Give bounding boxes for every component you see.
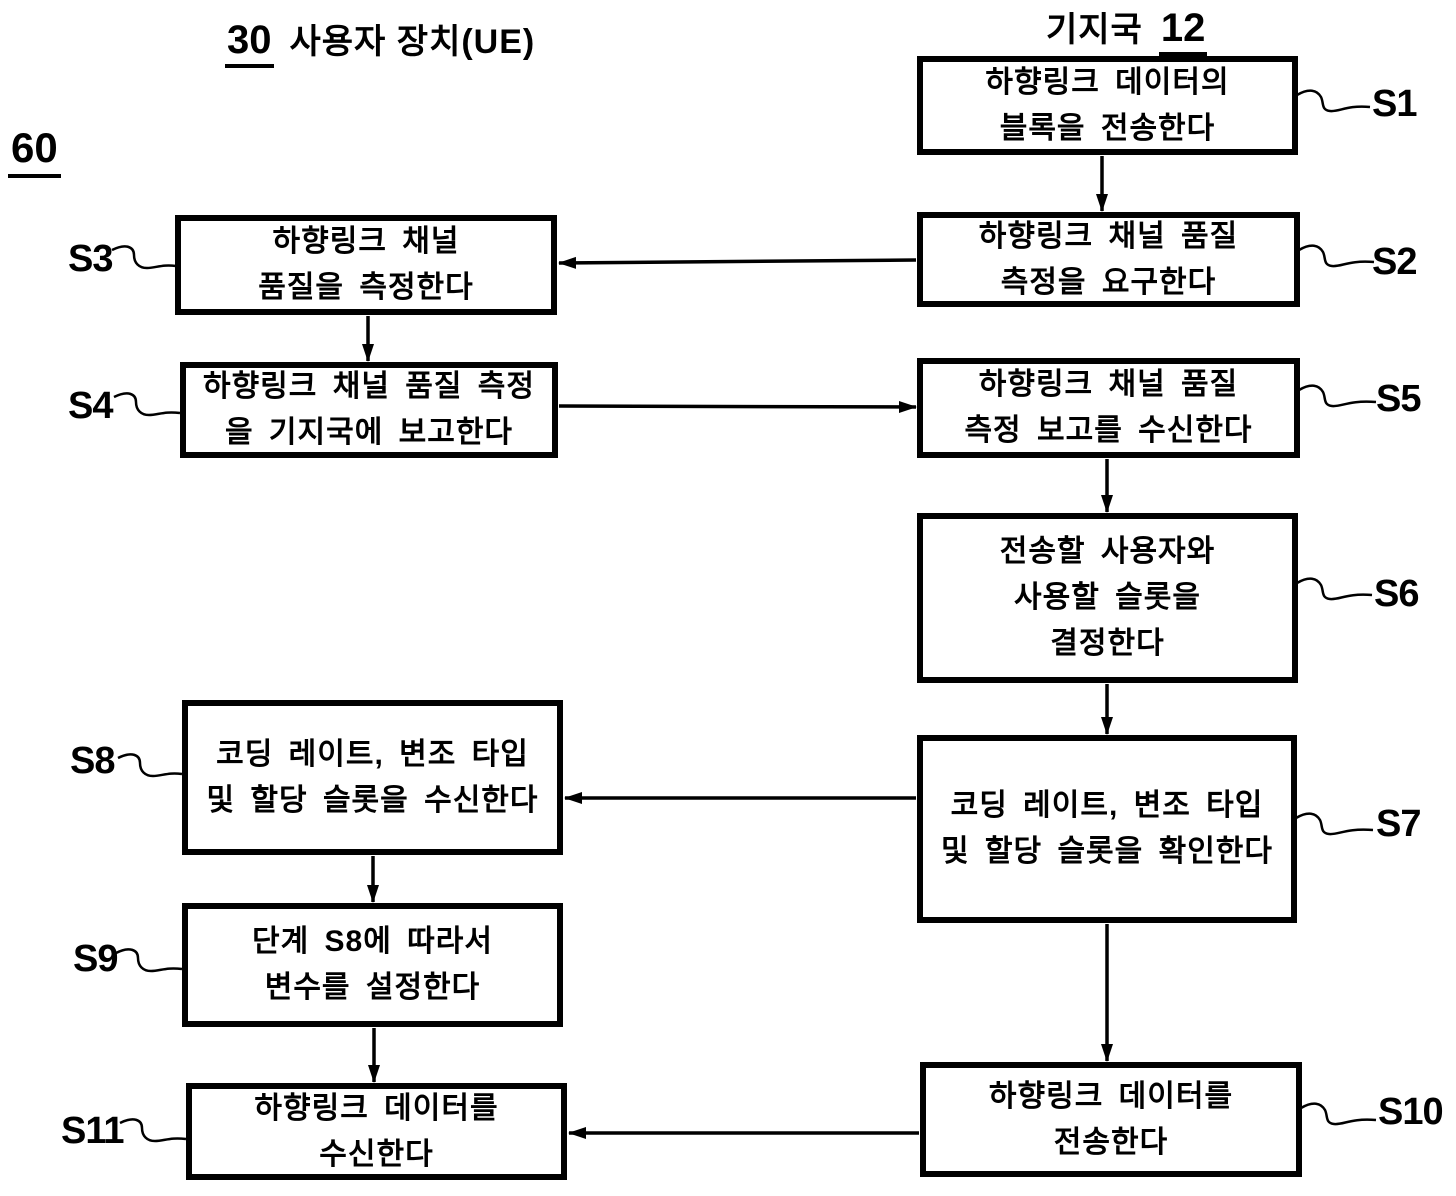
bs-column-header: 기지국 12	[1046, 2, 1208, 56]
bs-ref-number: 12	[1158, 6, 1208, 56]
connector-s9	[115, 948, 183, 973]
step-label-s1: S1	[1372, 83, 1417, 125]
process-text: 하향링크 채널 품질	[978, 219, 1239, 253]
ue-ref-number: 30	[225, 18, 274, 68]
process-text: 변수를 설정한다	[264, 971, 481, 1004]
process-text: 블록을 전송한다	[999, 111, 1216, 145]
process-text: 결정한다	[1050, 627, 1165, 660]
ue-column-header: 30 사용자 장치(UE)	[225, 14, 535, 68]
process-text: 및 할당 슬롯을 수신한다	[206, 783, 539, 817]
step-label-s10: S10	[1378, 1091, 1444, 1133]
process-text: 하향링크 채널	[272, 225, 460, 258]
process-text: 하향링크 데이터의	[985, 65, 1230, 99]
bs-column-title: 기지국	[1046, 11, 1143, 49]
process-box-s4: 하향링크 채널 품질 측정 을 기지국에 보고한다	[180, 362, 558, 458]
arrow-s4-to-s5	[558, 400, 917, 413]
ue-column-title: 사용자 장치(UE)	[289, 23, 536, 61]
step-label-s2: S2	[1372, 241, 1417, 283]
process-text: 측정을 요구한다	[1000, 265, 1217, 299]
process-text: 을 기지국에 보고한다	[224, 416, 514, 449]
figure-number: 60	[8, 124, 61, 178]
step-label-s8: S8	[70, 740, 115, 782]
process-box-s9: 단계 S8에 따라서 변수를 설정한다	[182, 903, 563, 1027]
connector-s4	[113, 392, 181, 417]
connector-s7	[1295, 812, 1374, 836]
process-text: 및 할당 슬롯을 확인한다	[940, 835, 1273, 868]
process-text: 하향링크 데이터를	[988, 1079, 1234, 1113]
arrow-s2-to-s3	[558, 256, 917, 269]
process-text: 수신한다	[319, 1137, 434, 1171]
process-text: 사용할 슬롯을	[1014, 581, 1201, 614]
process-text: 전송한다	[1053, 1125, 1169, 1159]
process-text: 하향링크 채널 품질	[978, 368, 1239, 401]
connector-s1	[1296, 89, 1371, 113]
process-text: 측정 보고를 수신한다	[964, 414, 1253, 447]
connector-s3	[111, 245, 177, 270]
process-box-s3: 하향링크 채널 품질을 측정한다	[175, 215, 557, 315]
process-text: 전송할 사용자와	[999, 535, 1216, 568]
process-box-s1: 하향링크 데이터의 블록을 전송한다	[917, 56, 1298, 155]
process-box-s5: 하향링크 채널 품질 측정 보고를 수신한다	[917, 358, 1300, 458]
process-text: 단계 S8에 따라서	[252, 925, 493, 958]
step-label-s11: S11	[61, 1110, 125, 1152]
step-label-s9: S9	[73, 938, 118, 980]
connector-s8	[117, 753, 183, 778]
process-text: 하향링크 데이터를	[254, 1091, 499, 1125]
step-label-s5: S5	[1376, 378, 1421, 420]
process-box-s2: 하향링크 채널 품질 측정을 요구한다	[917, 212, 1300, 307]
process-text: 품질을 측정한다	[258, 271, 474, 304]
step-label-s3: S3	[68, 238, 113, 280]
step-label-s6: S6	[1374, 573, 1419, 615]
process-box-s6: 전송할 사용자와 사용할 슬롯을 결정한다	[917, 513, 1298, 683]
step-label-s7: S7	[1376, 803, 1421, 845]
process-box-s11: 하향링크 데이터를 수신한다	[186, 1083, 567, 1180]
process-box-s7: 코딩 레이트, 변조 타입 및 할당 슬롯을 확인한다	[917, 735, 1297, 923]
process-text: 하향링크 채널 품질 측정	[202, 370, 535, 403]
connector-s2	[1298, 244, 1375, 268]
process-box-s10: 하향링크 데이터를 전송한다	[920, 1062, 1302, 1177]
process-box-s8: 코딩 레이트, 변조 타입 및 할당 슬롯을 수신한다	[182, 700, 563, 855]
connector-s10	[1300, 1102, 1377, 1126]
process-text: 코딩 레이트, 변조 타입	[950, 789, 1264, 822]
connector-s11	[119, 1118, 187, 1143]
connector-s5	[1298, 384, 1377, 408]
connector-s6	[1296, 577, 1373, 601]
process-text: 코딩 레이트, 변조 타입	[216, 737, 529, 771]
step-label-s4: S4	[68, 385, 113, 427]
